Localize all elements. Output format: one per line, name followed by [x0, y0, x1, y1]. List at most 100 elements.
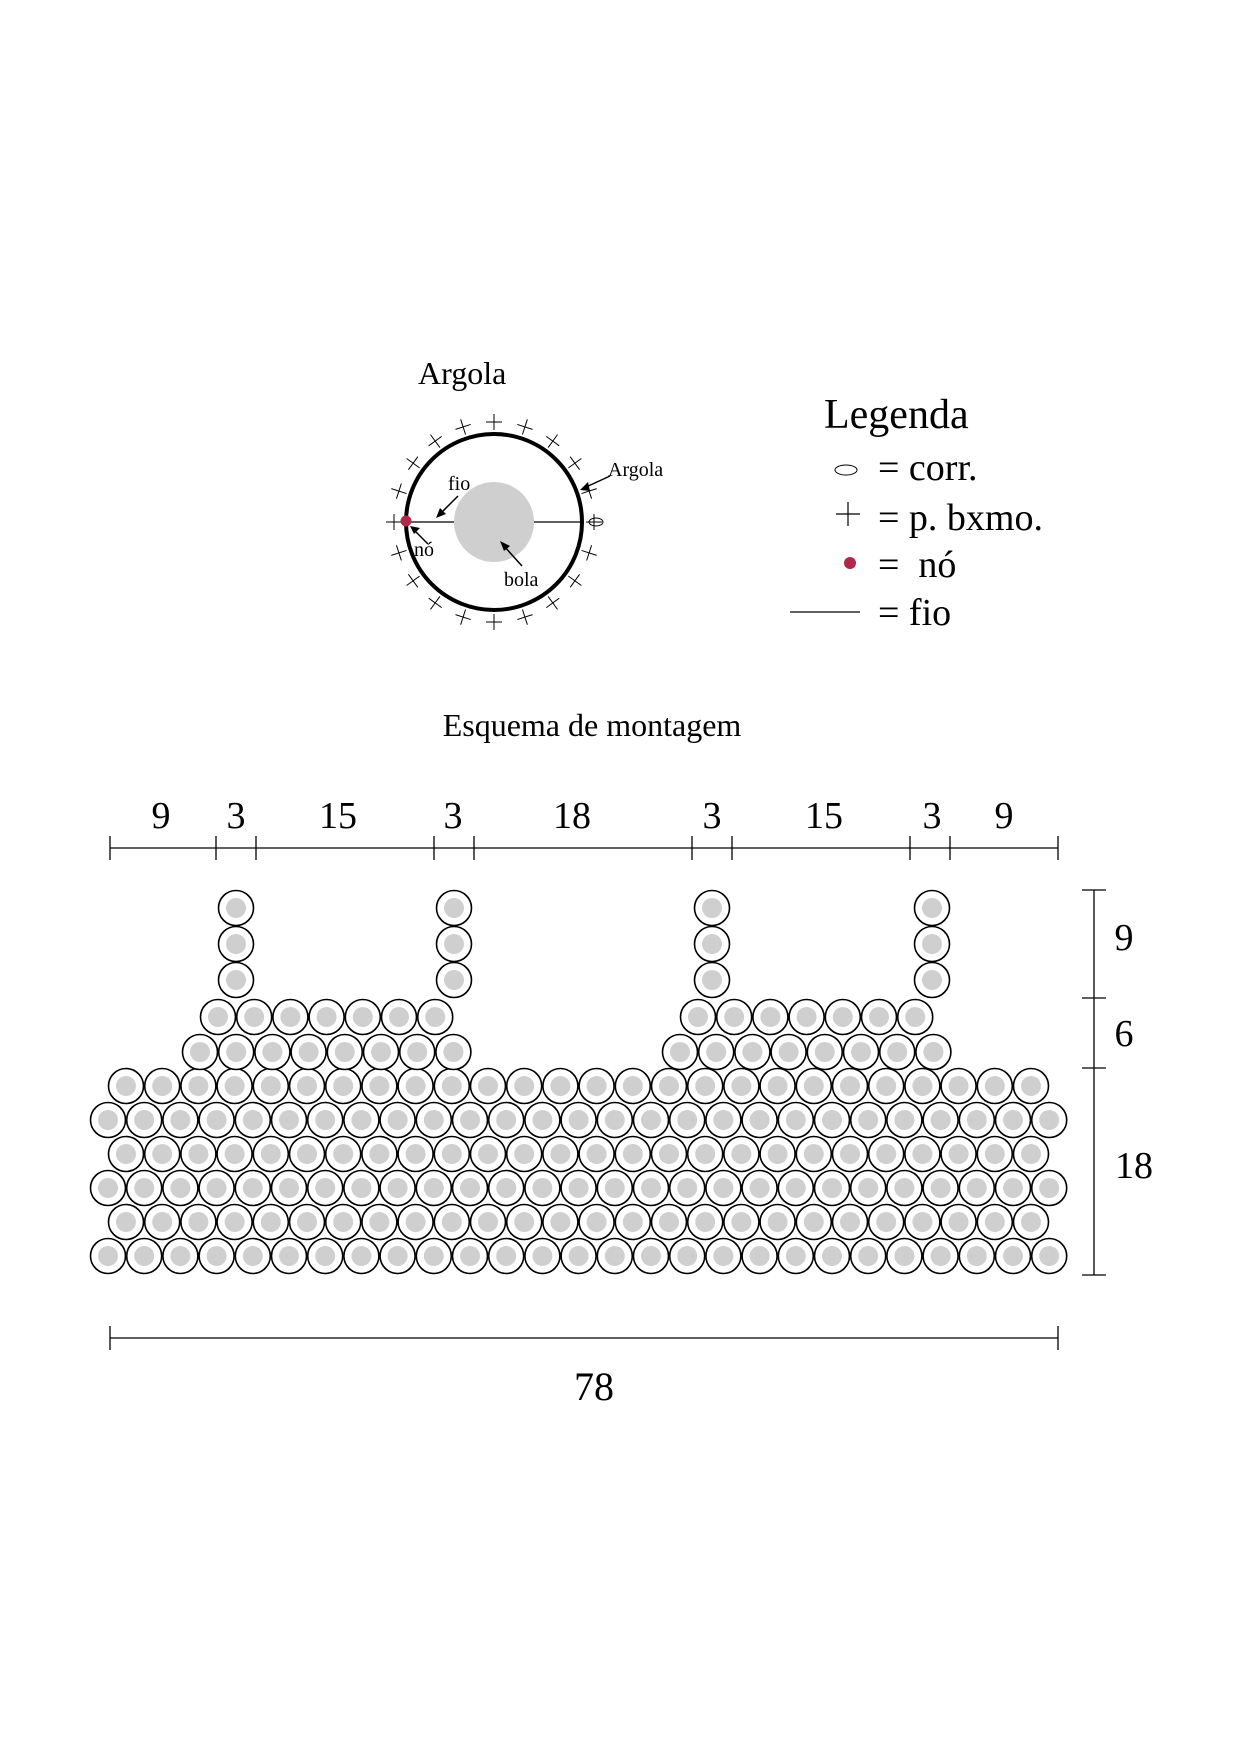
ring-stitch	[505, 1135, 543, 1173]
ring-stitch	[524, 1169, 561, 1207]
top-dim-label: 3	[703, 795, 722, 837]
ring-stitch	[922, 1169, 959, 1207]
ring-stitch	[198, 1101, 235, 1139]
ring-stitch	[143, 1203, 181, 1241]
ring-stitch	[198, 1169, 235, 1207]
ring-stitch	[379, 1169, 416, 1207]
ring-stitch	[216, 1067, 253, 1105]
ring-stitch	[198, 1237, 235, 1275]
plus-stitch-icon	[428, 596, 442, 610]
ring-stitch	[469, 1067, 507, 1105]
plus-stitch-icon	[386, 514, 402, 530]
ring-stitch	[288, 1203, 326, 1241]
ring-stitch	[435, 925, 473, 963]
ring-stitch	[252, 1203, 290, 1241]
ring-stitch	[614, 1067, 652, 1105]
arrow-argola-head	[580, 482, 590, 491]
ring-stitch	[217, 925, 255, 963]
chain-oval-icon	[834, 464, 858, 476]
ring-stitch	[180, 1135, 217, 1173]
ring-stitch	[89, 1237, 127, 1275]
ring-stitch	[958, 1101, 996, 1139]
plus-stitch-icon	[546, 434, 560, 448]
plus-stitch-icon	[428, 434, 442, 448]
ring-stitch	[904, 1203, 941, 1241]
ring-stitch	[759, 1135, 796, 1173]
top-dim-label: 3	[444, 795, 463, 837]
ring-stitch	[415, 1169, 453, 1207]
label-bola: bola	[504, 569, 539, 591]
ring-stitch	[878, 1033, 916, 1071]
ring-stitch	[469, 1203, 507, 1241]
ring-stitch	[614, 1203, 652, 1241]
ring-stitch	[904, 1067, 941, 1105]
ring-stitch	[705, 1237, 742, 1275]
ring-stitch	[813, 1237, 851, 1275]
top-dimension-line	[109, 836, 1059, 860]
ring-stitch	[867, 1135, 905, 1173]
plus-stitch-icon	[581, 483, 597, 499]
ring-stitch	[379, 1237, 416, 1275]
ring-stitch	[922, 1237, 959, 1275]
ring-stitch	[777, 1169, 815, 1207]
ring-stitch	[842, 1033, 880, 1071]
ring-stitch	[308, 998, 345, 1036]
right-dim-label: 6	[1115, 1013, 1134, 1055]
ring-stitch	[542, 1067, 579, 1105]
ring-stitch	[306, 1101, 344, 1139]
ring-stitch	[107, 1067, 145, 1105]
ring-stitch	[679, 998, 717, 1036]
plus-stitch-icon	[455, 419, 471, 435]
ring-stitch	[415, 1101, 453, 1139]
arrow-fio-head	[436, 508, 446, 518]
label-fio: fio	[448, 473, 470, 495]
ring-stitch	[958, 1169, 996, 1207]
ring-stitch	[831, 1203, 869, 1241]
ring-stitch	[596, 1101, 634, 1139]
ring-stitch	[89, 1169, 127, 1207]
ring-stitch	[505, 1203, 543, 1241]
legend-title: Legenda	[824, 392, 969, 438]
plus-stitch-icon	[406, 574, 420, 588]
ring-stitch	[723, 1067, 760, 1105]
ring-stitch	[752, 998, 789, 1036]
ring-stitch	[1030, 1169, 1068, 1207]
ring-stitch	[867, 1067, 905, 1105]
top-dim-label: 3	[923, 795, 942, 837]
ring-stitch	[398, 1033, 436, 1071]
ring-stitch	[777, 1101, 815, 1139]
ring-stitch	[180, 1203, 217, 1241]
ring-stitch	[162, 1237, 199, 1275]
ring-stitch	[849, 1169, 887, 1207]
ring-stitch	[922, 1101, 959, 1139]
ring-stitch	[795, 1203, 833, 1241]
ring-stitch	[650, 1067, 688, 1105]
ring-stitch	[125, 1237, 163, 1275]
plus-stitch-icon	[517, 419, 533, 435]
ring-stitch	[234, 1237, 272, 1275]
plus-stitch-icon	[568, 456, 582, 470]
ring-stitch	[867, 1203, 905, 1241]
ring-stitch	[272, 998, 309, 1036]
ring-stitch	[469, 1135, 507, 1173]
ring-stitch	[715, 998, 753, 1036]
plus-icon	[836, 502, 860, 526]
ring-stitch	[632, 1169, 670, 1207]
right-dim-label: 18	[1115, 1145, 1153, 1187]
ring-stitch	[306, 1237, 344, 1275]
top-dimension-labels: 9 3 15 3 18 3 15 3 9	[152, 795, 1014, 837]
ring-stitch	[487, 1169, 525, 1207]
ring-stitch	[994, 1237, 1032, 1275]
ring-stitch	[788, 998, 825, 1036]
ring-stitch	[542, 1135, 579, 1173]
argola-title: Argola	[418, 355, 506, 391]
ring-stitch	[1030, 1237, 1068, 1275]
ring-stitch	[632, 1237, 670, 1275]
ring-stitch	[777, 1237, 815, 1275]
ring-stitch	[524, 1237, 561, 1275]
ring-stitch	[913, 889, 951, 927]
ring-stitch	[433, 1067, 471, 1105]
ring-stitch	[435, 961, 473, 999]
ring-stitch	[705, 1169, 742, 1207]
